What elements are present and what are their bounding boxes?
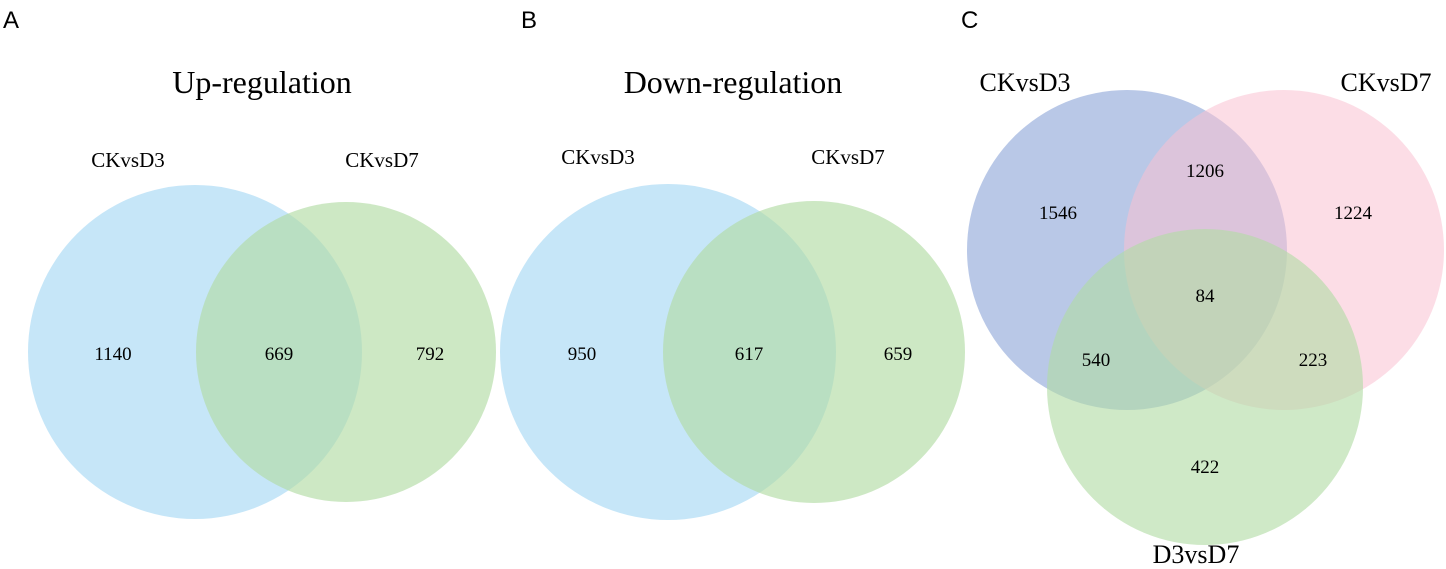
panel-b-set-left-label: CKvsD3 xyxy=(561,145,635,169)
panel-b-title: Down-regulation xyxy=(624,64,843,100)
panel-a-count-both: 669 xyxy=(265,344,294,365)
panel-c-circle-c xyxy=(1047,229,1363,545)
panel-b-count-right-only: 659 xyxy=(884,344,913,365)
panel-a-letter: A xyxy=(3,7,19,34)
panel-c: C CKvsD3 CKvsD7 D3vsD7 1546 1206 1224 84… xyxy=(961,7,1444,569)
panel-c-count-ab: 1206 xyxy=(1186,161,1224,182)
panel-a-count-left-only: 1140 xyxy=(94,344,131,365)
panel-b-set-right-label: CKvsD7 xyxy=(811,145,885,169)
panel-c-letter: C xyxy=(961,7,978,34)
panel-c-count-a-only: 1546 xyxy=(1039,203,1077,224)
panel-b-letter: B xyxy=(521,7,537,34)
panel-c-count-c-only: 422 xyxy=(1191,457,1220,478)
panel-c-set-a-label: CKvsD3 xyxy=(979,68,1070,97)
panel-b: B Down-regulation CKvsD3 CKvsD7 950 617 … xyxy=(500,7,965,520)
panel-c-set-c-label: D3vsD7 xyxy=(1153,540,1240,569)
panel-c-count-b-only: 1224 xyxy=(1334,203,1373,224)
panel-c-count-abc: 84 xyxy=(1196,286,1216,307)
panel-c-count-ac: 540 xyxy=(1082,350,1111,371)
panel-c-count-bc: 223 xyxy=(1299,350,1328,371)
panel-a-title: Up-regulation xyxy=(172,64,352,100)
panel-a: A Up-regulation CKvsD3 CKvsD7 1140 669 7… xyxy=(3,7,496,519)
panel-a-set-left-label: CKvsD3 xyxy=(91,148,165,172)
panel-c-set-b-label: CKvsD7 xyxy=(1340,68,1431,97)
panel-b-count-both: 617 xyxy=(735,344,764,365)
panel-a-count-right-only: 792 xyxy=(416,344,445,365)
panel-b-count-left-only: 950 xyxy=(568,344,597,365)
panel-b-circle-right xyxy=(663,201,965,503)
panel-a-set-right-label: CKvsD7 xyxy=(345,148,419,172)
panel-a-circle-right xyxy=(196,202,496,502)
